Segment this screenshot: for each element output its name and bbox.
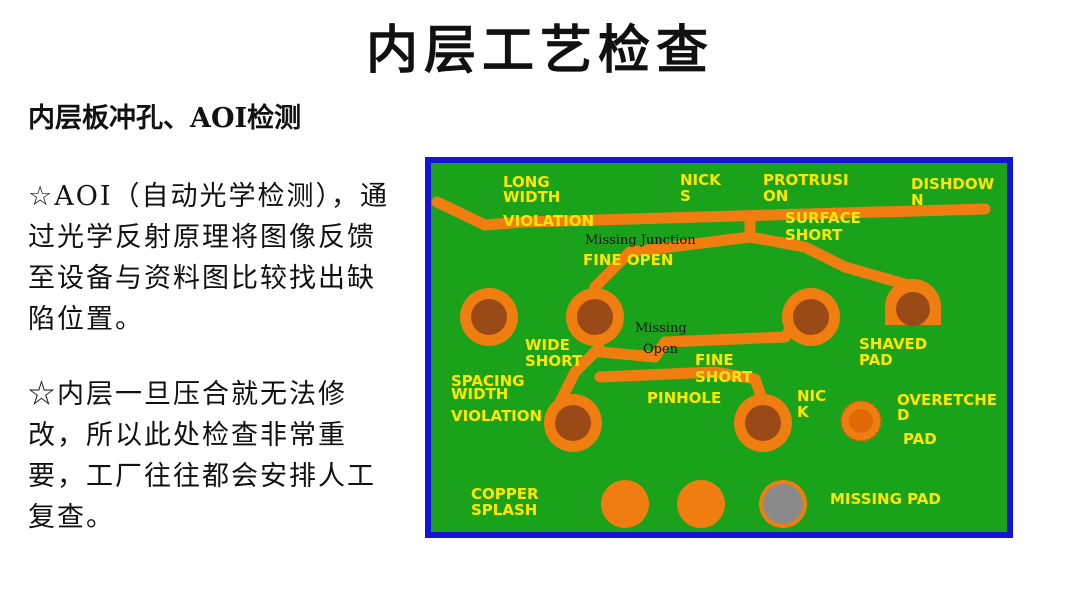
label-missing-pad: MISSING PAD: [830, 490, 941, 508]
label-surface-short-2: SHORT: [785, 226, 843, 244]
label-shaved-pad-2: PAD: [859, 351, 893, 369]
label-overetched: OVERETCHE: [897, 391, 997, 409]
copper-pads: [460, 279, 941, 528]
label-surface-short: SURFACE: [785, 209, 861, 227]
label-missing-junction: Missing Junction: [585, 233, 696, 248]
label-missing-open: Missing: [635, 321, 687, 336]
label-dishdown: DISHDOW: [911, 175, 995, 193]
label-violation-top: VIOLATION: [503, 212, 594, 230]
label-protrusion-2: ON: [763, 187, 788, 205]
defect-labels: LONG WIDTH VIOLATION NICK S PROTRUSI ON …: [451, 171, 997, 519]
label-missing-open-2: Open: [643, 342, 679, 357]
label-nicks: NICK: [680, 171, 722, 189]
label-nick: NIC: [797, 387, 826, 405]
inner-layer-note: ☆内层一旦压合就无法修改，所以此处检查非常重要，工厂往往都会安排人工复查。: [28, 379, 376, 533]
label-fine-short: FINE: [695, 351, 734, 369]
label-long-width-2: WIDTH: [503, 188, 560, 206]
label-long-width: LONG: [503, 173, 550, 191]
label-wide-short: WIDE: [525, 336, 570, 354]
label-spacing-width-2: WIDTH: [451, 385, 508, 403]
label-nick-2: K: [797, 403, 810, 421]
pcb-defect-diagram: LONG WIDTH VIOLATION NICK S PROTRUSI ON …: [425, 157, 1013, 538]
label-dishdown-2: N: [911, 191, 924, 209]
label-fine-open: FINE OPEN: [583, 251, 673, 269]
label-copper-splash-2: SPLASH: [471, 501, 537, 519]
aoi-description: ☆AOI（自动光学检测），通过光学反射原理将图像反馈至设备与资料图比较找出缺陷位…: [28, 181, 390, 335]
label-violation-left: VIOLATION: [451, 407, 542, 425]
label-copper-splash: COPPER: [471, 485, 539, 503]
section-subtitle: 内层板冲孔、AOI检测: [28, 103, 302, 134]
label-wide-short-2: SHORT: [525, 352, 583, 370]
label-shaved-pad: SHAVED: [859, 335, 927, 353]
label-pinhole: PINHOLE: [647, 389, 721, 407]
label-fine-short-2: SHORT: [695, 368, 753, 386]
label-spacing-width: SPACING: [451, 372, 524, 390]
label-nicks-2: S: [680, 187, 691, 205]
label-pad: PAD: [903, 430, 937, 448]
page-title: 内层工艺检查: [365, 20, 714, 81]
label-protrusion: PROTRUSI: [763, 171, 849, 189]
label-overetched-2: D: [897, 406, 909, 424]
